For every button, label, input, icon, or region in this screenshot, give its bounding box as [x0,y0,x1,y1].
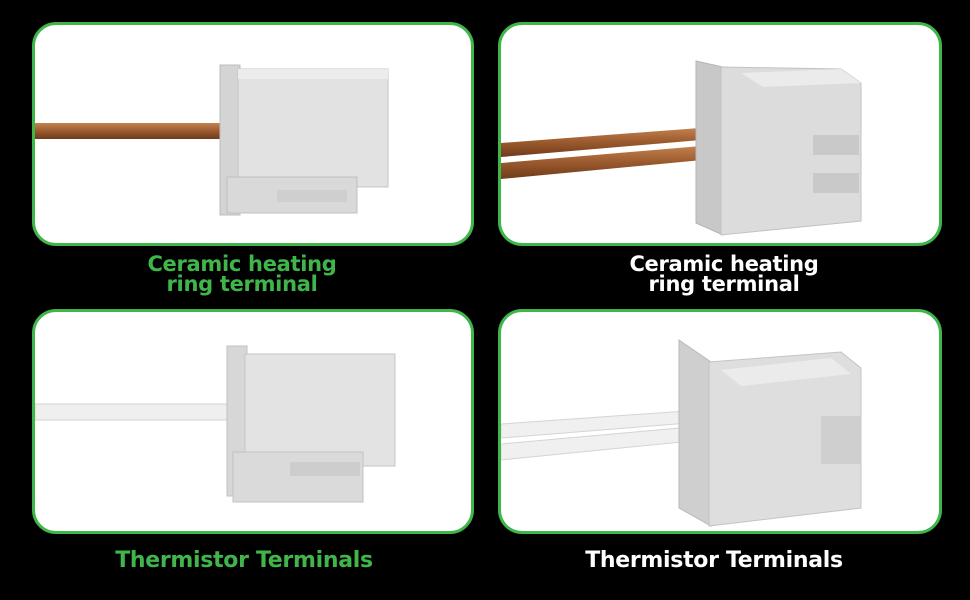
caption-line-2: ring terminal [166,272,318,296]
caption-thermistor-terminals-white: Thermistor Terminals [564,548,864,574]
white-wire [35,403,236,421]
caption-line-2: ring terminal [648,272,800,296]
photo-panel-ceramic-angled [498,22,942,246]
caption-ceramic-heating-ring-terminal-green: Ceramic heating ring terminal [92,252,392,296]
caption-line-1: Ceramic heating [629,252,819,276]
copper-wire [35,123,231,139]
connector-ceramic-angled-illustration [501,60,862,236]
photo-panel-thermistor-angled [498,309,942,534]
photo-panel-thermistor-side [32,309,474,534]
caption-line-1: Thermistor Terminals [585,548,843,573]
photo-panel-ceramic-side [32,22,474,246]
caption-line-1: Ceramic heating [147,252,337,276]
connector-thermistor-angled-illustration [501,339,862,527]
connector-ceramic-side-illustration [35,64,389,216]
connector-thermistor-side-illustration [35,345,396,503]
caption-line-1: Thermistor Terminals [115,548,373,573]
caption-thermistor-terminals-green: Thermistor Terminals [94,548,394,574]
caption-ceramic-heating-ring-terminal-white: Ceramic heating ring terminal [574,252,874,296]
